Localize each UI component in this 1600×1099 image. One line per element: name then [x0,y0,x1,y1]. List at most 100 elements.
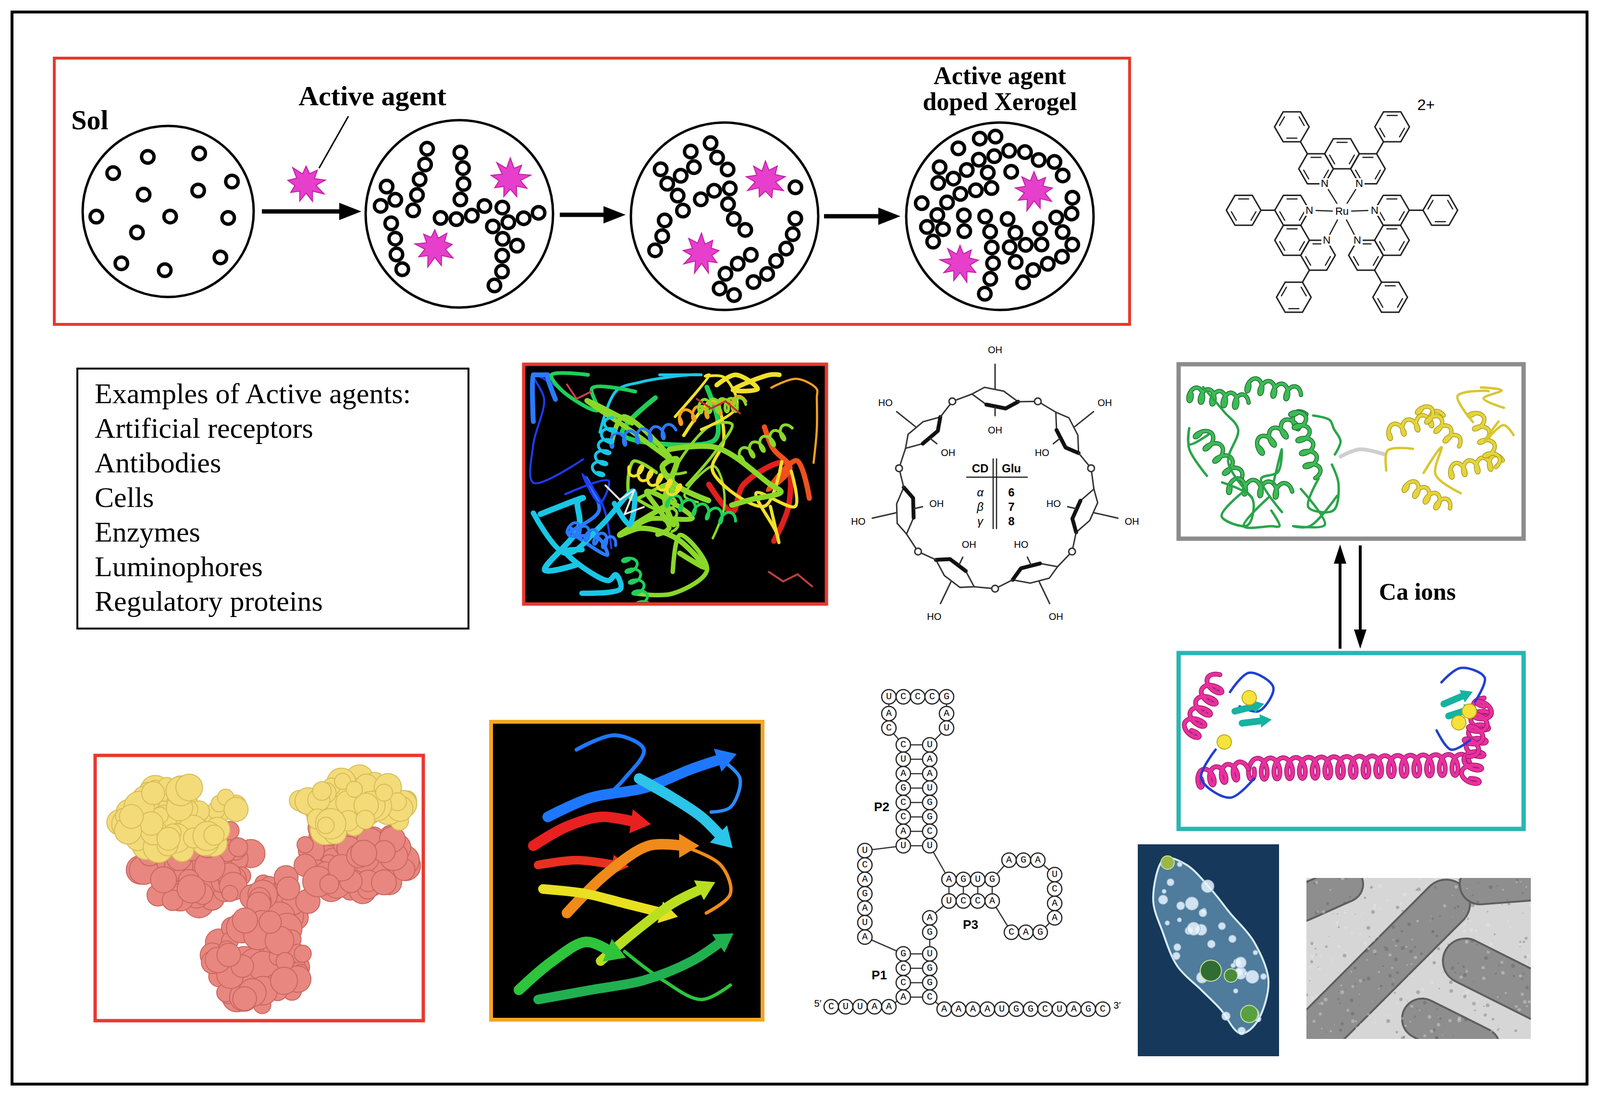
micrograph-grain [1378,1020,1380,1022]
micrograph-grain [1464,991,1467,994]
micrograph-grain [1452,916,1454,918]
protein-helix [628,465,681,495]
glycosidic-oxygen [1034,397,1042,405]
silica-particle [137,188,150,201]
bacterium-wall [1422,1018,1480,1039]
bond-ring [1374,111,1410,142]
silica-particle [981,166,995,179]
micrograph-grain [1500,960,1504,964]
micrograph-grain [1337,926,1340,929]
silica-particle [989,130,1002,143]
ligand-stick [711,401,726,409]
silica-particle [1003,241,1016,254]
micrograph-grain [1340,1021,1344,1025]
process-arrow [824,214,882,219]
ribbon-group [518,735,741,1000]
table-cell: β [976,500,984,514]
micrograph-grain [1350,931,1354,935]
double-bond [1427,200,1433,210]
micrograph-grain [1482,976,1486,980]
micrograph-grain [1418,1009,1421,1011]
silica-particle [390,248,403,261]
micrograph-grain [1378,907,1381,910]
micrograph-grain [1396,1001,1399,1004]
surface-atom-cluster [232,907,258,933]
silica-particle [719,267,732,281]
silica-particle [684,145,698,158]
micrograph-grain [1401,909,1404,912]
double-bond [1231,211,1237,221]
base-pair [910,744,923,746]
micrograph-grain [1450,966,1454,970]
protein-helix [1184,674,1222,738]
outer-frame [12,12,1588,1084]
micrograph-grain [1373,939,1376,942]
double-bond [1375,170,1380,179]
glucose-front-edge [986,401,1019,409]
atom-label: N [1352,234,1363,246]
micrograph-grain [1495,972,1498,975]
double-bond [1399,241,1404,251]
micrograph-grain [1407,922,1411,926]
surface-atom-cluster [228,837,248,857]
beta-strand-head [693,880,715,900]
silica-particle [130,226,144,239]
micrograph-grain [1498,964,1500,966]
micrograph-grain [1420,987,1425,992]
micrograph-grain [1389,988,1391,990]
silica-particle [1049,211,1063,224]
table-cell: γ [977,514,984,529]
beta-strand-head [629,809,652,834]
micrograph-grain [1493,933,1496,936]
arrow-head [878,207,901,225]
protein-helix [1290,412,1321,479]
leader-line [319,116,349,169]
silica-particle [952,142,965,155]
list-item: Cells [94,480,452,515]
silica-particle [406,204,420,217]
list-item: Artificial receptors [94,410,452,446]
micrograph-grain [1341,877,1345,881]
silica-particle [1033,222,1047,235]
micrograph-grain [1521,977,1524,981]
micrograph-grain [1453,906,1457,910]
micrograph-grain [1363,941,1367,946]
silica-particle [1019,238,1033,252]
surface-atom-cluster [270,967,298,995]
surface-atom-cluster [294,945,312,963]
micrograph-grain [1391,924,1395,929]
active-agent-star [414,229,454,267]
micrograph-grain [1470,939,1474,943]
micrograph-grain [1524,955,1527,959]
micrograph-grain [1314,994,1318,998]
micrograph-grain [1351,1019,1355,1023]
micrograph-grain [1338,945,1342,948]
nucleotide-sequence: UCCA [946,893,1004,909]
antibody-panel [95,755,424,1021]
micrograph-grain [1340,954,1342,956]
micrograph-grain [1457,878,1460,881]
silica-particle [465,209,479,222]
calcium-ion [1242,690,1257,705]
micrograph-grain [1394,944,1398,948]
photo-content [1306,877,1531,1039]
bond-line [1376,141,1384,154]
list-item: Enzymes [94,514,452,550]
antibody-surface [106,764,421,1014]
micrograph-grain [1351,984,1355,988]
hydroxyl-label: OH [940,447,956,459]
micrograph-grain [1435,934,1439,937]
calcium-ion [1451,715,1466,730]
silica-particle [984,225,997,238]
micrograph-grain [1434,1035,1439,1039]
micrograph-grain [1400,1016,1404,1020]
double-bond [1353,256,1359,266]
double-bond [1447,200,1453,210]
micrograph-grain [1408,974,1410,976]
micrograph-grain [1459,972,1461,974]
micrograph-grain [1462,1016,1465,1019]
micrograph-grain [1339,1028,1343,1032]
protein-loop [711,759,741,813]
silica-particle [486,220,500,233]
nucleotide-sequence: UCAA [1049,867,1060,925]
